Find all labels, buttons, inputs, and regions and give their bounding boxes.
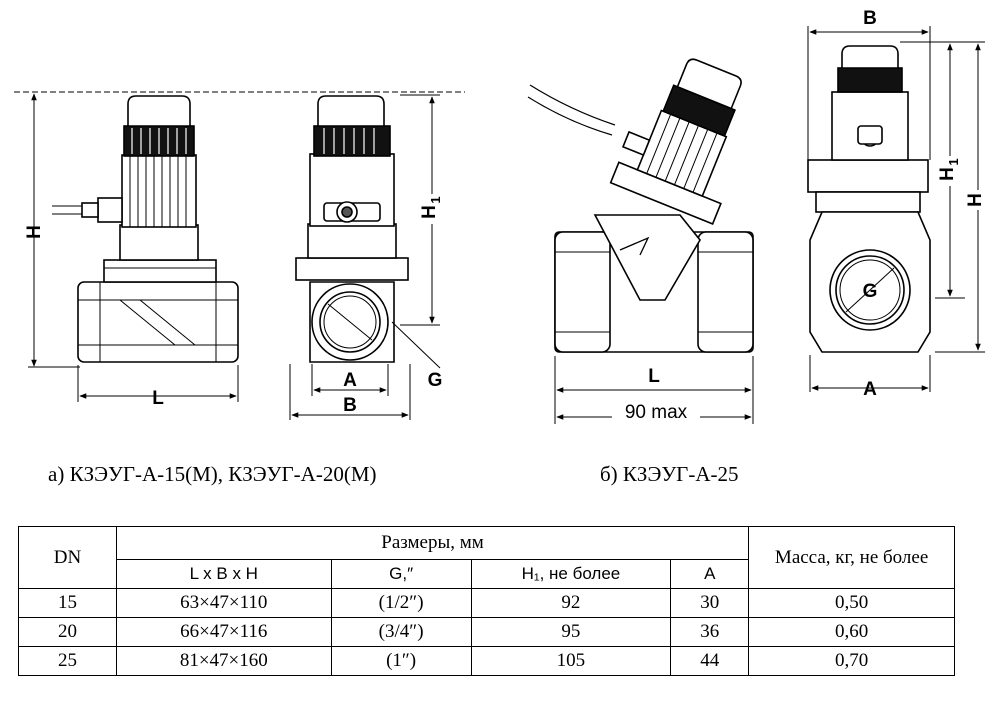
- header-dn: DN: [18, 526, 117, 589]
- cell-h1: 95: [470, 617, 672, 647]
- cell-dn: 15: [18, 588, 117, 618]
- header-g: G,″: [330, 559, 472, 589]
- dim-label-g-view-a: G: [428, 370, 443, 391]
- cell-h1: 105: [470, 646, 672, 676]
- dim-label-g-view-b: G: [863, 281, 878, 302]
- valve-technical-drawing: H L H 1: [14, 8, 986, 424]
- cell-a: 36: [670, 617, 750, 647]
- cell-g: (1″): [330, 646, 472, 676]
- dim-label-h1-a: H 1: [416, 194, 443, 224]
- dim-label-90max: 90 max: [612, 400, 700, 423]
- dim-label-h: H: [24, 225, 45, 239]
- cell-mass: 0,50: [748, 588, 955, 618]
- cell-a: 30: [670, 588, 750, 618]
- header-sizes: Размеры, мм: [115, 526, 750, 560]
- view-a-side: [52, 95, 239, 363]
- dim-h1-sub: 1: [428, 196, 443, 203]
- cell-dn: 20: [18, 617, 117, 647]
- header-a: A: [670, 559, 750, 589]
- dim-label-l: L: [152, 388, 164, 409]
- caption-view-b: б) КЗЭУГ-А-25: [600, 462, 739, 486]
- dim-label-b-view-b: B: [863, 8, 877, 29]
- view-a-front: [295, 95, 409, 363]
- dim-label-b-view-a: B: [343, 395, 357, 416]
- table-row: 25 81×47×160 (1″) 105 44 0,70: [18, 646, 955, 676]
- cell-dn: 25: [18, 646, 117, 676]
- cell-mass: 0,60: [748, 617, 955, 647]
- cell-a: 44: [670, 646, 750, 676]
- view-b-front: [807, 45, 931, 353]
- dim-hb-letter: H: [965, 193, 986, 207]
- cell-g: (1/2″): [330, 588, 472, 618]
- dim-h1b-letter: H: [937, 167, 958, 181]
- dim-label-a-view-a: A: [343, 370, 357, 391]
- cell-lbh: 63×47×110: [115, 588, 332, 618]
- dimensions-table: DN Размеры, мм Масса, кг, не более L x B…: [18, 526, 955, 676]
- dim-label-l-view-b: L: [648, 366, 660, 387]
- dim-label-h-view-b: H: [962, 190, 986, 210]
- view-a-side-dimensions: [14, 91, 465, 402]
- header-h1: H₁, не более: [470, 559, 672, 589]
- caption-view-a: а) КЗЭУГ-А-15(М), КЗЭУГ-А-20(М): [48, 462, 377, 486]
- header-mass: Масса, кг, не более: [748, 526, 955, 589]
- cell-lbh: 66×47×116: [115, 617, 332, 647]
- cell-mass: 0,70: [748, 646, 955, 676]
- dim-h1-letter: H: [419, 205, 440, 219]
- dim-90max-text: 90 max: [625, 402, 688, 423]
- header-lbh: L x B x H: [115, 559, 332, 589]
- dim-h1b-sub: 1: [946, 158, 961, 165]
- dim-label-h1-b: H 1: [934, 156, 961, 186]
- view-b-isometric: [527, 58, 754, 353]
- table-subheader-row: L x B x H G,″ H₁, не более A: [19, 559, 955, 589]
- cell-g: (3/4″): [330, 617, 472, 647]
- cell-lbh: 81×47×160: [115, 646, 332, 676]
- table-row: 20 66×47×116 (3/4″) 95 36 0,60: [18, 617, 955, 647]
- table-header-row: DN Размеры, мм Масса, кг, не более: [18, 526, 955, 589]
- table-row: 15 63×47×110 (1/2″) 92 30 0,50: [18, 588, 955, 618]
- dim-label-a-view-b: A: [863, 379, 877, 400]
- cell-h1: 92: [470, 588, 672, 618]
